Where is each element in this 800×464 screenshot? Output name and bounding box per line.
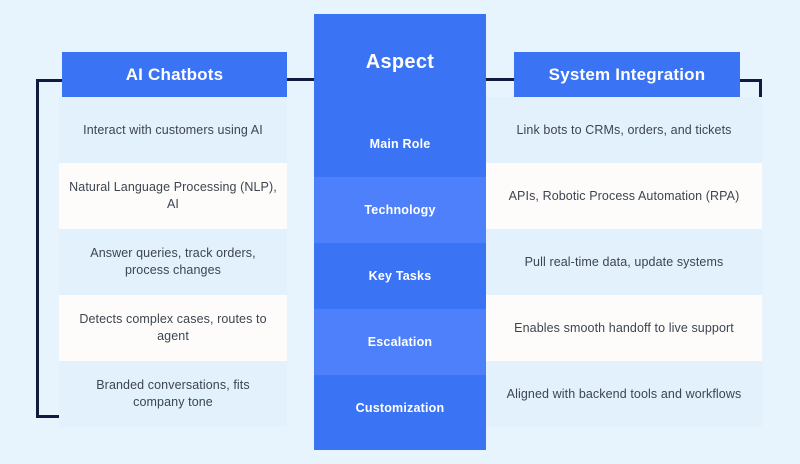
table-row: Answer queries, track orders, process ch… xyxy=(59,229,287,295)
table-row: APIs, Robotic Process Automation (RPA) xyxy=(486,163,762,229)
system-integration-column: Link bots to CRMs, orders, and tickets A… xyxy=(486,97,762,427)
column-header-ai-chatbots: AI Chatbots xyxy=(62,52,287,97)
aspect-label: Main Role xyxy=(314,111,486,177)
table-row: Branded conversations, fits company tone xyxy=(59,361,287,427)
table-row: Interact with customers using AI xyxy=(59,97,287,163)
aspect-label: Key Tasks xyxy=(314,243,486,309)
table-row: Pull real-time data, update systems xyxy=(486,229,762,295)
left-connector-line xyxy=(287,78,314,81)
aspect-row-list: Main Role Technology Key Tasks Escalatio… xyxy=(314,111,486,441)
aspect-column: Aspect Main Role Technology Key Tasks Es… xyxy=(314,14,486,450)
aspect-label: Technology xyxy=(314,177,486,243)
aspect-label: Customization xyxy=(314,375,486,441)
column-header-system-integration: System Integration xyxy=(514,52,740,97)
table-row: Detects complex cases, routes to agent xyxy=(59,295,287,361)
right-connector-line xyxy=(486,78,514,81)
table-row: Enables smooth handoff to live support xyxy=(486,295,762,361)
column-header-aspect: Aspect xyxy=(365,51,435,73)
table-row: Aligned with backend tools and workflows xyxy=(486,361,762,427)
ai-chatbots-column: Interact with customers using AI Natural… xyxy=(59,97,287,427)
aspect-label: Escalation xyxy=(314,309,486,375)
table-row: Link bots to CRMs, orders, and tickets xyxy=(486,97,762,163)
table-row: Natural Language Processing (NLP), AI xyxy=(59,163,287,229)
